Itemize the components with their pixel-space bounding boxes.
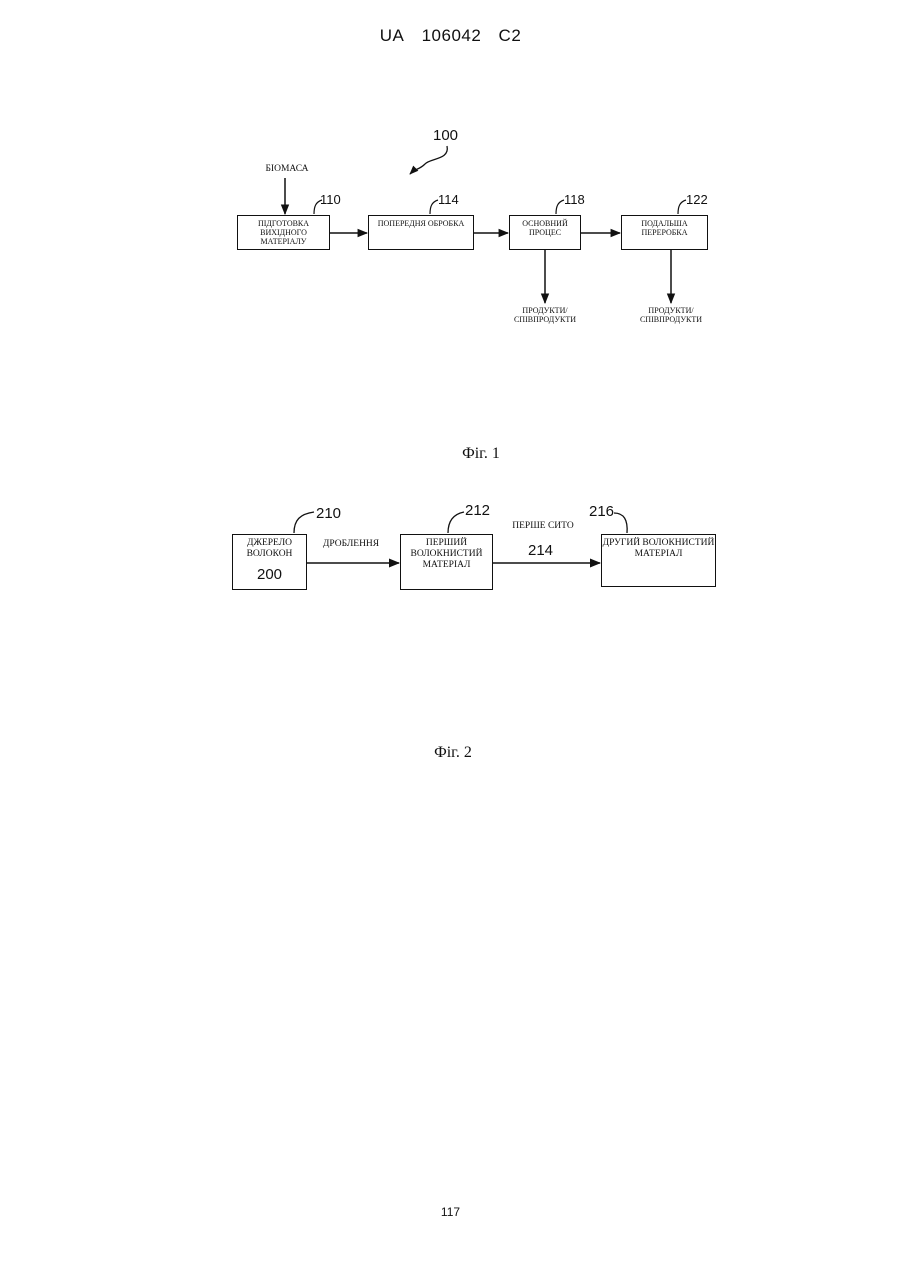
box-216: ДРУГИЙ ВОЛОКНИСТИЙ МАТЕРІАЛ xyxy=(601,534,716,587)
box-216-line-2: МАТЕРІАЛ xyxy=(602,549,715,560)
box-212-line-1: ПЕРШИЙ xyxy=(401,538,492,549)
box-216-line-1: ДРУГИЙ ВОЛОКНИСТИЙ xyxy=(602,538,715,549)
box-114-line-1: ПОПЕРЕДНЯ ОБРОБКА xyxy=(369,219,473,228)
box-122-line-2: ПЕРЕРОБКА xyxy=(622,228,707,237)
box-210-ref: 210 xyxy=(316,505,341,522)
leader-114 xyxy=(430,200,438,214)
box-122-ref: 122 xyxy=(686,192,708,207)
leader-212 xyxy=(448,512,464,533)
box-210: ДЖЕРЕЛО ВОЛОКОН 200 xyxy=(232,534,307,590)
box-114-ref: 114 xyxy=(438,192,459,207)
box-118-line-2: ПРОЦЕС xyxy=(510,228,580,237)
box-118-line-1: ОСНОВНИЙ xyxy=(510,219,580,228)
box-210-line-2: ВОЛОКОН xyxy=(233,549,306,560)
ref-100-squiggle xyxy=(410,146,447,174)
output-2-line-1: ПРОДУКТИ/ xyxy=(631,306,711,315)
leader-216 xyxy=(614,513,627,533)
box-216-ref: 216 xyxy=(589,503,614,520)
output-2: ПРОДУКТИ/ СПІВПРОДУКТИ xyxy=(631,306,711,324)
box-210-inner-num: 200 xyxy=(233,566,306,583)
box-212-ref: 212 xyxy=(465,502,490,519)
output-2-line-2: СПІВПРОДУКТИ xyxy=(631,315,711,324)
arrow1-label: ДРОБЛЕННЯ xyxy=(318,539,384,550)
box-118: ОСНОВНИЙ ПРОЦЕС xyxy=(509,215,581,250)
box-118-ref: 118 xyxy=(564,192,585,207)
output-1-line-1: ПРОДУКТИ/ xyxy=(505,306,585,315)
page-number: 117 xyxy=(0,1205,901,1219)
input-label-biomass: БІОМАСА xyxy=(252,164,322,175)
box-212-line-3: МАТЕРІАЛ xyxy=(401,560,492,571)
arrow2-label: ПЕРШЕ СИТО xyxy=(505,521,581,532)
box-212-line-2: ВОЛОКНИСТИЙ xyxy=(401,549,492,560)
box-110-ref: 110 xyxy=(320,192,341,207)
fig1-ref-100: 100 xyxy=(433,127,458,144)
arrow2-ref: 214 xyxy=(528,542,553,559)
box-110-line-3: МАТЕРІАЛУ xyxy=(238,237,329,246)
box-210-line-1: ДЖЕРЕЛО xyxy=(233,538,306,549)
box-110-line-2: ВИХІДНОГО xyxy=(238,228,329,237)
leader-122 xyxy=(678,200,686,214)
box-110-line-1: ПІДГОТОВКА xyxy=(238,219,329,228)
fig2-caption: Фіг. 2 xyxy=(0,744,901,762)
output-1-line-2: СПІВПРОДУКТИ xyxy=(505,315,585,324)
box-122: ПОДАЛЬША ПЕРЕРОБКА xyxy=(621,215,708,250)
box-110: ПІДГОТОВКА ВИХІДНОГО МАТЕРІАЛУ xyxy=(237,215,330,250)
box-114: ПОПЕРЕДНЯ ОБРОБКА xyxy=(368,215,474,250)
leader-210 xyxy=(294,512,314,533)
box-122-line-1: ПОДАЛЬША xyxy=(622,219,707,228)
leader-118 xyxy=(556,200,564,214)
box-212: ПЕРШИЙ ВОЛОКНИСТИЙ МАТЕРІАЛ xyxy=(400,534,493,590)
fig1-caption: Фіг. 1 xyxy=(0,445,901,463)
output-1: ПРОДУКТИ/ СПІВПРОДУКТИ xyxy=(505,306,585,324)
